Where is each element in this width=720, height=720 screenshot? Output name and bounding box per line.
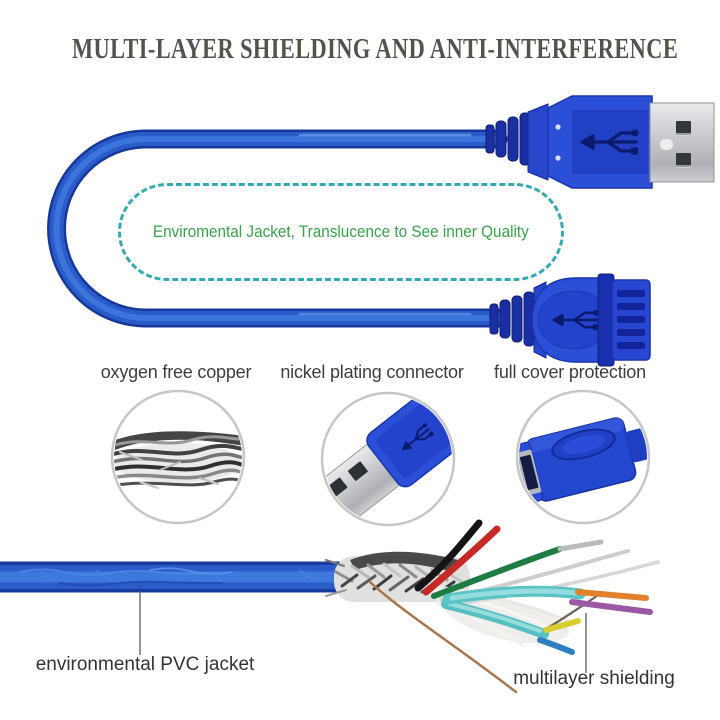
pvc-jacket [0, 561, 371, 593]
usb-male-connector [485, 95, 715, 189]
quality-callout: Enviromental Jacket, Translucence to See… [118, 183, 564, 281]
feature-label-connector: nickel plating connector [280, 362, 464, 382]
feature-label-protection: full cover protection [494, 362, 646, 382]
usb-female-connector [489, 273, 651, 367]
usb-socket-icon [515, 389, 651, 525]
strain-relief [489, 291, 535, 347]
cable-loop [47, 129, 510, 328]
blue-wire [537, 637, 575, 655]
feature-label-copper: oxygen free copper [100, 362, 252, 382]
shielding-label: multilayer shielding [513, 668, 675, 689]
drain-wire [368, 580, 518, 694]
copper-strands-icon [110, 389, 246, 525]
quality-callout-text: Enviromental Jacket, Translucence to See… [153, 222, 529, 241]
purple-wire [569, 599, 653, 615]
strain-relief [485, 112, 531, 166]
cable-loop-illustration [47, 95, 715, 367]
page-title: MULTI-LAYER SHIELDING AND ANTI-INTERFERE… [72, 34, 679, 65]
metal-tip [649, 102, 715, 183]
green-wire [431, 546, 563, 599]
red-wire [422, 525, 501, 596]
yellow-wire [543, 618, 581, 633]
black-wire [414, 519, 483, 592]
orange-wire [575, 589, 649, 601]
inner-wires [368, 519, 660, 694]
jacket-label: environmental PVC jacket [35, 654, 255, 675]
feature-circles-illustration [110, 389, 651, 527]
stripped-cable-illustration [0, 519, 660, 694]
